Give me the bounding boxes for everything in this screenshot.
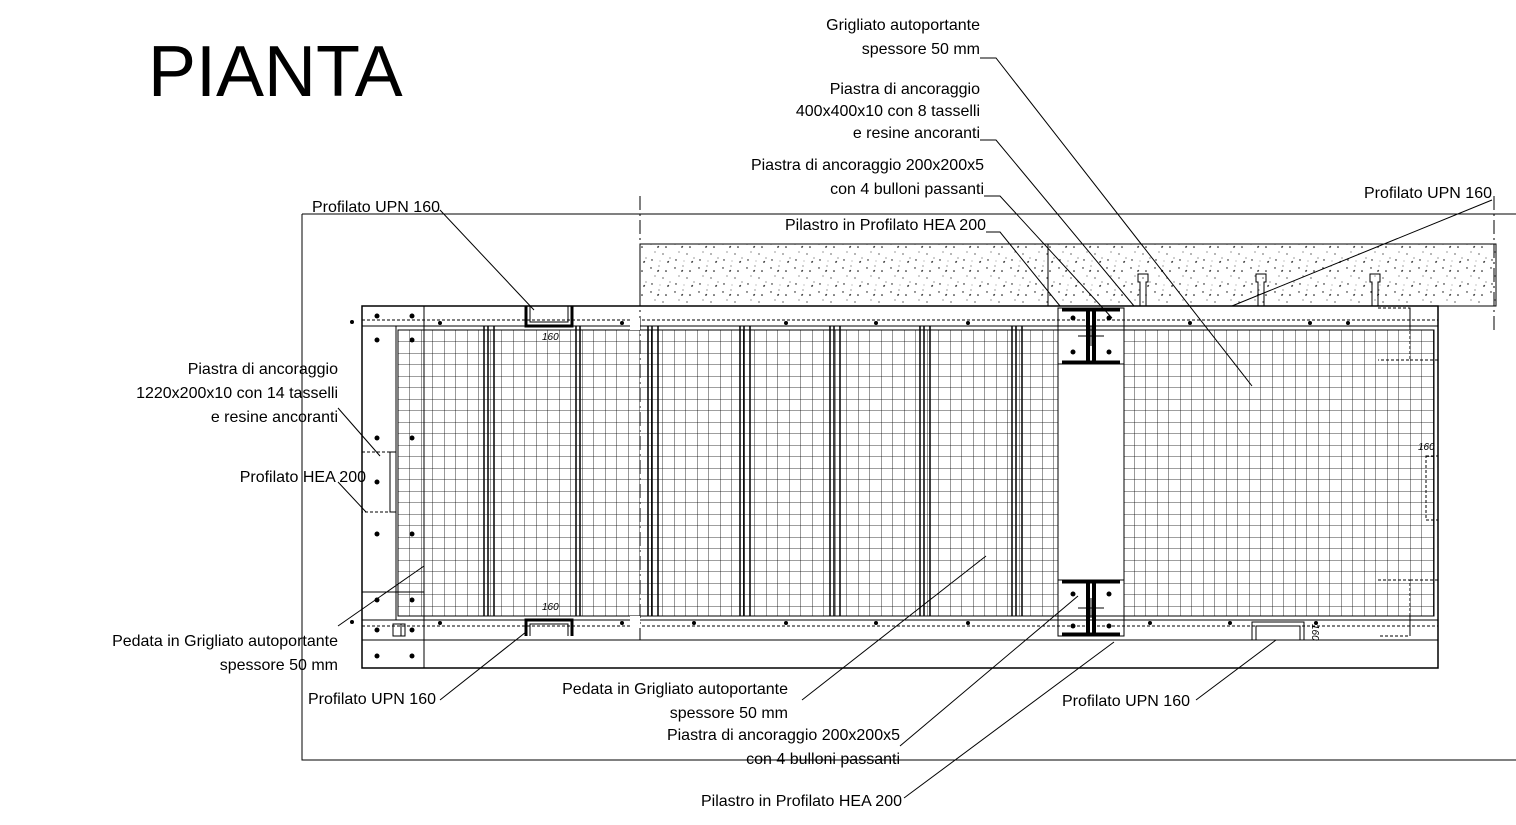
profile-tag: 160 (542, 332, 559, 343)
svg-text:400x400x10 con 8 tasselli: 400x400x10 con 8 tasselli (796, 103, 980, 120)
label-pilastro-bottom: Pilastro in Profilato HEA 200 (701, 793, 902, 810)
grating-field (397, 329, 1435, 617)
label-piastra-400: Piastra di ancoraggio 400x400x10 con 8 t… (796, 81, 980, 142)
label-pedata-center: Pedata in Grigliato autoportante spessor… (562, 681, 788, 722)
outer-boundary (301, 213, 1516, 761)
leader-lines (337, 57, 1493, 799)
svg-text:spessore 50 mm: spessore 50 mm (220, 657, 338, 674)
upn-channel-bottom-right (1251, 621, 1305, 640)
upn-channel-bottom (524, 618, 574, 636)
upn-channel-top (524, 306, 574, 328)
svg-text:Pedata in Grigliato autoportan: Pedata in Grigliato autoportante (562, 681, 788, 698)
svg-text:Pedata in Grigliato autoportan: Pedata in Grigliato autoportante (112, 633, 338, 650)
edge-bolt-heads (350, 320, 1350, 625)
label-piastra-1220: Piastra di ancoraggio 1220x200x10 con 14… (136, 361, 338, 426)
label-upn-top-left: Profilato UPN 160 (312, 199, 440, 216)
svg-text:Piastra di ancoraggio 200x200x: Piastra di ancoraggio 200x200x5 (751, 157, 984, 174)
svg-text:1220x200x10 con 14 tasselli: 1220x200x10 con 14 tasselli (136, 385, 338, 402)
label-upn-bottom-left: Profilato UPN 160 (308, 691, 436, 708)
label-upn-top-right: Profilato UPN 160 (1364, 185, 1492, 202)
profile-tag: 160 (1418, 442, 1435, 453)
svg-text:con 4 bulloni passanti: con 4 bulloni passanti (830, 181, 984, 198)
hea-column-bottom (1057, 579, 1125, 637)
svg-text:Piastra di ancoraggio 200x200x: Piastra di ancoraggio 200x200x5 (667, 727, 900, 744)
page-title: PIANTA (148, 32, 403, 112)
anchor-bolts (1137, 273, 1381, 307)
hea-column-top (1057, 307, 1125, 365)
svg-text:spessore 50 mm: spessore 50 mm (862, 41, 980, 58)
svg-text:Piastra di ancoraggio: Piastra di ancoraggio (188, 361, 338, 378)
label-grigliato-top: Grigliato autoportante spessore 50 mm (826, 17, 980, 58)
svg-text:e resine ancoranti: e resine ancoranti (211, 409, 338, 426)
label-piastra-200-bottom: Piastra di ancoraggio 200x200x5 con 4 bu… (667, 727, 900, 768)
label-hea-left: Profilato HEA 200 (240, 469, 366, 486)
profile-tag: 160 (542, 602, 559, 613)
label-upn-bottom-right: Profilato UPN 160 (1062, 693, 1190, 710)
svg-text:e resine ancoranti: e resine ancoranti (853, 125, 980, 142)
svg-text:con 4 bulloni passanti: con 4 bulloni passanti (746, 751, 900, 768)
label-pedata-left: Pedata in Grigliato autoportante spessor… (112, 633, 338, 674)
svg-text:Piastra di ancoraggio: Piastra di ancoraggio (830, 81, 980, 98)
svg-text:spessore 50 mm: spessore 50 mm (670, 705, 788, 722)
label-piastra-200-top: Piastra di ancoraggio 200x200x5 con 4 bu… (751, 157, 984, 198)
label-pilastro-top: Pilastro in Profilato HEA 200 (785, 217, 986, 234)
step-separators (483, 326, 1023, 616)
profile-tag: 160 (1309, 624, 1320, 641)
svg-text:Grigliato autoportante: Grigliato autoportante (826, 17, 980, 34)
concrete-band (639, 243, 1497, 307)
